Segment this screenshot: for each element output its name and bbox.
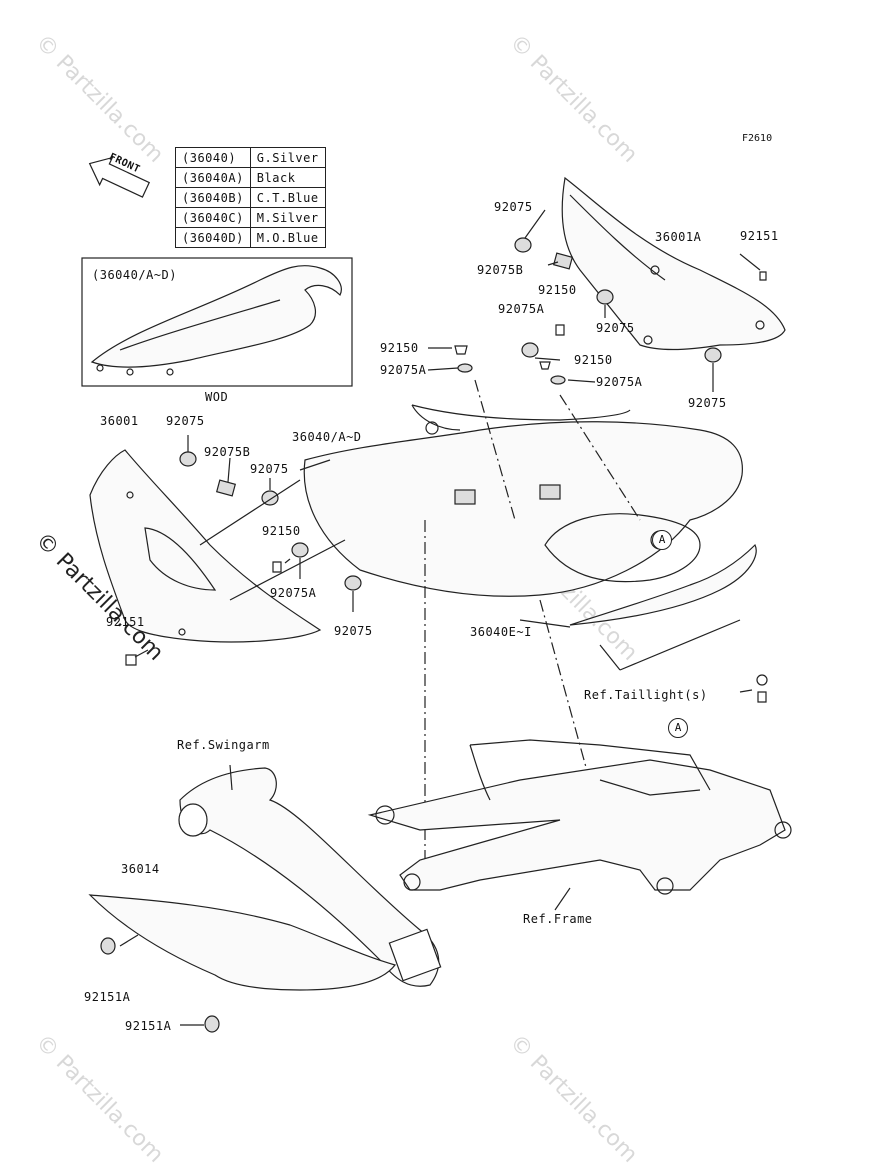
part-label: 92075A	[270, 586, 317, 600]
part-label: 92150	[380, 341, 419, 355]
part-label: 92075	[334, 624, 373, 638]
part-label: 92150	[574, 353, 613, 367]
part-label: 92075B	[477, 263, 524, 277]
color-table-row: (36040C) M.Silver	[175, 207, 326, 228]
inset-caption: WOD	[205, 390, 229, 404]
color-name: M.O.Blue	[249, 227, 326, 248]
color-name: M.Silver	[249, 207, 326, 228]
part-label: 36001	[100, 414, 139, 428]
color-part: (36040C)	[175, 207, 251, 228]
part-label: 92151A	[84, 990, 131, 1004]
ref-label: Ref.Swingarm	[177, 738, 270, 752]
color-part: (36040D)	[175, 227, 251, 248]
part-label: 36014	[121, 862, 160, 876]
part-label: 92075A	[498, 302, 545, 316]
color-table-row: (36040B) C.T.Blue	[175, 187, 326, 208]
part-label: 36040E~I	[470, 625, 532, 639]
part-label: 92075A	[596, 375, 643, 389]
color-name: C.T.Blue	[249, 187, 326, 208]
part-label: 92075	[250, 462, 289, 476]
color-table-row: (36040D) M.O.Blue	[175, 227, 326, 248]
part-label: 92075	[596, 321, 635, 335]
part-label: 92075B	[204, 445, 251, 459]
color-table: (36040) G.Silver (36040A) Black (36040B)…	[175, 147, 326, 248]
part-label: 92151	[106, 615, 145, 629]
color-name: G.Silver	[249, 147, 326, 168]
part-label: 92075	[494, 200, 533, 214]
ref-label: Ref.Frame	[523, 912, 593, 926]
front-arrow-icon	[88, 156, 151, 198]
part-label: 92151A	[125, 1019, 172, 1033]
inset-title: (36040/A~D)	[92, 268, 177, 282]
ref-label: Ref.Taillight(s)	[584, 688, 708, 702]
part-label: 92075	[688, 396, 727, 410]
part-label: 92150	[262, 524, 301, 538]
callout-a: A	[652, 530, 672, 550]
part-label: 36001A	[655, 230, 702, 244]
color-name: Black	[249, 167, 326, 188]
color-part: (36040)	[175, 147, 251, 168]
color-table-row: (36040A) Black	[175, 167, 326, 188]
part-label: 36040/A~D	[292, 430, 362, 444]
part-label: 92075	[166, 414, 205, 428]
part-label: 92151	[740, 229, 779, 243]
callout-a: A	[668, 718, 688, 738]
part-label: 92075A	[380, 363, 427, 377]
figure-code: F2610	[742, 133, 773, 144]
color-part: (36040A)	[175, 167, 251, 188]
color-part: (36040B)	[175, 187, 251, 208]
part-label: 92150	[538, 283, 577, 297]
color-table-row: (36040) G.Silver	[175, 147, 326, 168]
inset-frame	[81, 257, 353, 387]
